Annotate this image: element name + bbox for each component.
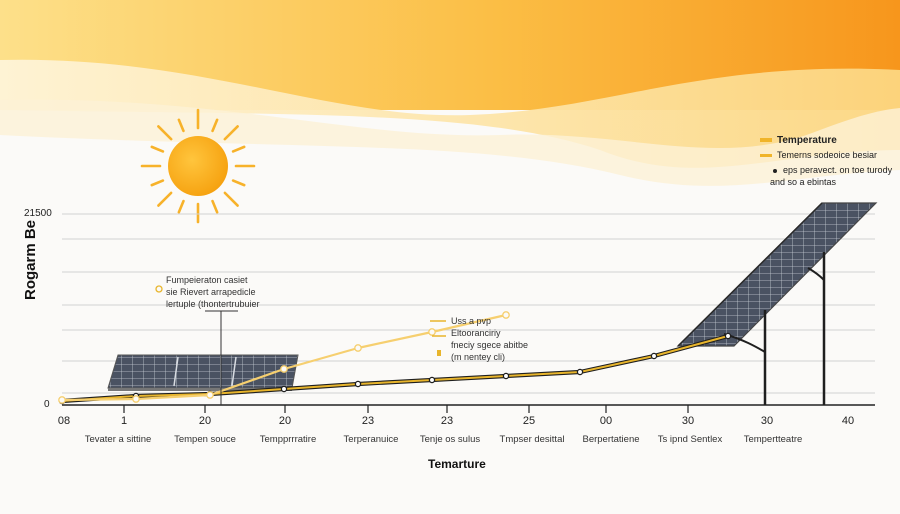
x-tick-marks <box>123 405 689 413</box>
series-layer <box>58 311 732 405</box>
annotation-line: sie Rievert arrapedicle <box>166 287 256 297</box>
legend-label: Temerns sodeoice besiar <box>777 150 878 160</box>
x-sublabel: Ts ipnd Sentlex <box>657 434 723 445</box>
x-tick-label: 23 <box>361 415 375 427</box>
x-sublabel: Tmpser desittal <box>499 434 565 445</box>
data-point <box>354 380 362 388</box>
sun-disc <box>168 136 228 196</box>
data-point <box>58 396 66 404</box>
y-tick-label-top: 21500 <box>24 208 52 219</box>
data-point <box>206 391 214 399</box>
sun-ray <box>177 199 185 214</box>
sun-ray <box>150 145 165 153</box>
data-point <box>502 372 510 380</box>
y-tick-label-bottom: 0 <box>44 399 50 410</box>
sun-icon <box>140 108 256 224</box>
legend-swatch <box>760 154 772 158</box>
x-tick-label: 23 <box>440 415 454 427</box>
x-tick-label: 00 <box>599 415 613 427</box>
sun-ray <box>231 179 246 187</box>
sun-ray <box>150 179 165 187</box>
x-tick-label: 20 <box>278 415 292 427</box>
x-sublabel: Tempen souce <box>174 434 236 445</box>
x-sublabel: Tevater a sittine <box>84 434 152 445</box>
annotation-middle: Uss a pvp Eltooranciriy fneciy sgece abi… <box>451 315 528 363</box>
data-point <box>428 328 436 336</box>
data-point <box>576 368 584 376</box>
sun-ray <box>223 191 239 207</box>
sun-ray <box>177 118 185 133</box>
y-axis-label: Rogarm Be <box>22 219 39 300</box>
x-tick-label: 1 <box>120 415 128 427</box>
data-point <box>502 311 510 319</box>
data-point <box>724 332 732 340</box>
solar-panel-right-icon <box>676 202 878 405</box>
annotation-line: Uss a pvp <box>451 316 492 326</box>
legend-label: Temperature <box>777 135 837 146</box>
legend-note-line: eps peravect. on toe turody <box>770 165 892 175</box>
legend-swatch <box>760 138 772 143</box>
x-sublabel: Terperanuice <box>343 434 399 445</box>
x-sublabel: Tenje os sulus <box>419 434 481 445</box>
sun-ray <box>231 145 246 153</box>
annotation-line: Eltooranciriy <box>451 328 501 338</box>
sun-ray <box>157 125 173 141</box>
x-tick-label: 40 <box>841 415 855 427</box>
header-wave <box>0 59 900 168</box>
legend-item-temperature: Temperature <box>760 135 837 146</box>
annotation-line: lertuple (thontertrubuier <box>166 299 260 309</box>
x-tick-label: 30 <box>681 415 695 427</box>
annotation-leaders <box>155 285 446 405</box>
x-tick-label: 20 <box>198 415 212 427</box>
annotation-left: Fumpeieraton casiet sie Rievert arrapedi… <box>166 274 260 310</box>
data-point <box>650 352 658 360</box>
x-sublabel: Tempprrratire <box>259 434 317 445</box>
x-sublabel: Berpertatiene <box>582 434 640 445</box>
legend-note-line: and so a ebintas <box>770 177 836 187</box>
sun-ray <box>211 199 219 214</box>
data-point <box>280 385 288 393</box>
sun-ray <box>211 118 219 133</box>
legend-item-secondary: Temerns sodeoice besiar <box>760 150 877 160</box>
legend-note-text: and so a ebintas <box>770 177 837 187</box>
annotation-line: Fumpeieraton casiet <box>166 275 248 285</box>
data-point <box>132 395 140 403</box>
x-axis-label: Temarture <box>428 457 486 471</box>
x-tick-label: 08 <box>57 415 71 427</box>
annotation-line: fneciy sgece abitbe <box>451 340 529 350</box>
x-sublabel: Tempertteatre <box>743 434 803 445</box>
legend-note-text: eps peravect. on toe turody <box>783 165 893 175</box>
x-tick-label: 30 <box>760 415 774 427</box>
x-tick-label: 25 <box>522 415 536 427</box>
sun-ray <box>223 125 239 141</box>
annotation-line: (m nentey cli) <box>451 352 506 362</box>
data-point <box>280 365 288 373</box>
sun-ray <box>157 191 173 207</box>
data-point <box>354 344 362 352</box>
series-line-fill <box>61 335 729 402</box>
legend-bullet-icon <box>773 168 777 173</box>
data-point <box>428 376 436 384</box>
header-wave-light <box>0 99 900 186</box>
